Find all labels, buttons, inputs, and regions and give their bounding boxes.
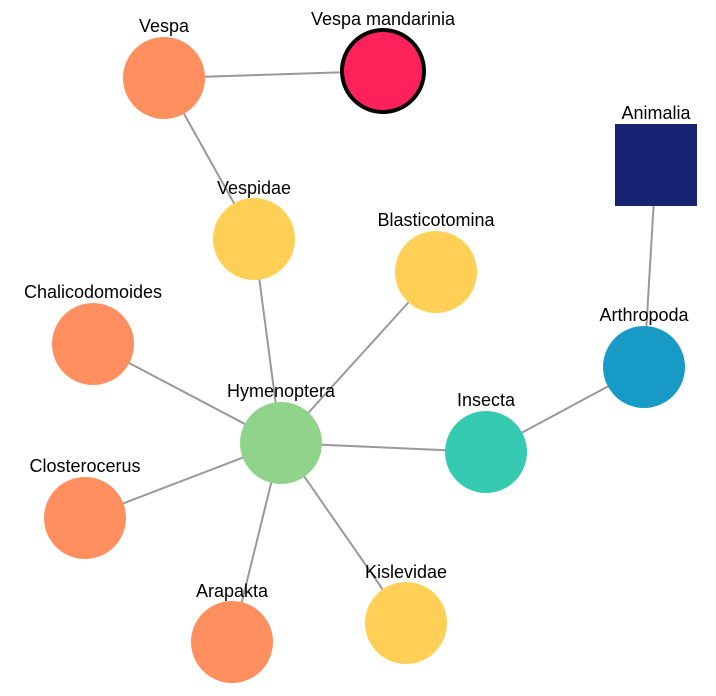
node-vespa-mandarinia-shape[interactable] bbox=[340, 28, 426, 114]
node-arthropoda[interactable]: Arthropoda bbox=[599, 305, 690, 408]
node-vespidae-label: Vespidae bbox=[217, 178, 291, 198]
edge-layer bbox=[84, 70, 657, 643]
node-hymenoptera-shape[interactable] bbox=[240, 402, 322, 484]
node-vespidae-shape[interactable] bbox=[213, 198, 295, 280]
node-arapakta[interactable]: Arapakta bbox=[191, 581, 273, 683]
node-arapakta-shape[interactable] bbox=[191, 601, 273, 683]
node-chalicodomoides-shape[interactable] bbox=[52, 303, 134, 385]
node-animalia-label: Animalia bbox=[621, 103, 691, 123]
node-kislevidae-shape[interactable] bbox=[365, 582, 447, 664]
node-blasticotomina-label: Blasticotomina bbox=[377, 210, 495, 230]
node-vespa-mandarinia-label: Vespa mandarinia bbox=[311, 9, 456, 29]
node-arapakta-label: Arapakta bbox=[196, 581, 269, 601]
node-vespidae[interactable]: Vespidae bbox=[213, 178, 295, 280]
node-chalicodomoides-label: Chalicodomoides bbox=[24, 282, 162, 302]
node-arthropoda-shape[interactable] bbox=[603, 326, 685, 408]
node-kislevidae[interactable]: Kislevidae bbox=[365, 562, 447, 664]
node-hymenoptera[interactable]: Hymenoptera bbox=[227, 381, 336, 484]
node-chalicodomoides[interactable]: Chalicodomoides bbox=[24, 282, 162, 385]
node-insecta[interactable]: Insecta bbox=[445, 390, 527, 493]
node-insecta-shape[interactable] bbox=[445, 411, 527, 493]
node-kislevidae-label: Kislevidae bbox=[365, 562, 447, 582]
node-animalia-shape[interactable] bbox=[615, 124, 697, 206]
node-hymenoptera-label: Hymenoptera bbox=[227, 381, 336, 401]
node-insecta-label: Insecta bbox=[457, 390, 516, 410]
node-vespa[interactable]: Vespa bbox=[123, 16, 205, 119]
node-vespa-mandarinia[interactable]: Vespa mandarinia bbox=[311, 9, 456, 114]
node-animalia[interactable]: Animalia bbox=[615, 103, 697, 206]
node-vespa-shape[interactable] bbox=[123, 37, 205, 119]
node-layer: Vespa mandarinia VespaVespidaeBlasticotom… bbox=[24, 9, 697, 683]
node-vespa-label: Vespa bbox=[139, 16, 190, 36]
node-blasticotomina-shape[interactable] bbox=[395, 231, 477, 313]
node-closterocerus[interactable]: Closterocerus bbox=[29, 456, 141, 559]
node-closterocerus-label: Closterocerus bbox=[29, 456, 140, 476]
node-closterocerus-shape[interactable] bbox=[44, 477, 126, 559]
node-arthropoda-label: Arthropoda bbox=[599, 305, 689, 325]
node-blasticotomina[interactable]: Blasticotomina bbox=[377, 210, 496, 313]
